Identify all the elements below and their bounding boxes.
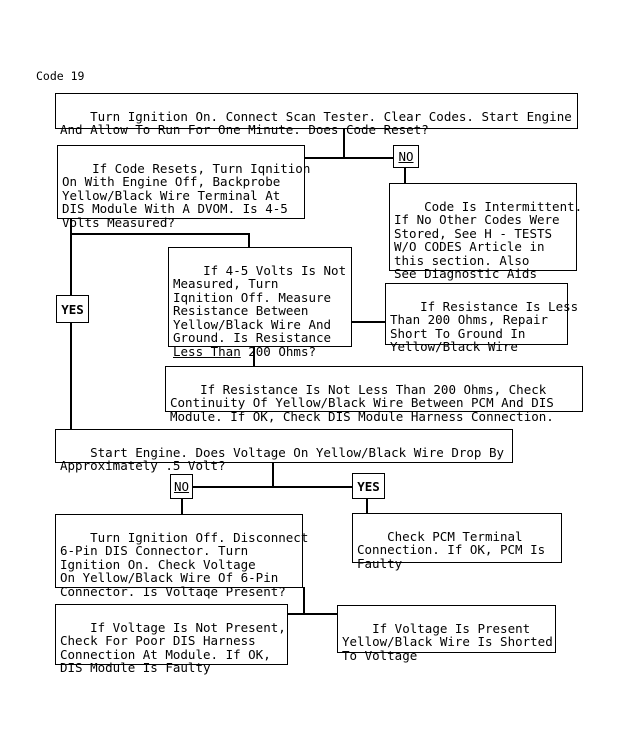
flow-box-voltage-not-present-text: If Voltage Is Not Present, Check For Poo…	[60, 619, 286, 675]
flow-box-start-text: Turn Ignition On. Connect Scan Tester. C…	[60, 108, 572, 137]
flow-box-turn-ignition-off: Turn Ignition Off. Disconnect 6-Pin DIS …	[55, 514, 308, 598]
yes-label-box-2: YES	[352, 473, 385, 499]
flow-box-volts-not-measured-underline: Less Than	[173, 343, 241, 359]
flow-box-code-resets: If Code Resets, Turn Iqnition On With En…	[57, 145, 310, 229]
connector-yes1-down	[70, 322, 72, 430]
page-title: Code 19	[36, 69, 85, 83]
connector-volts-to-resistance-less	[351, 321, 386, 323]
flow-box-voltage-present-text: If Voltage Is Present Yellow/Black Wire …	[342, 620, 553, 663]
flow-box-resistance-not-less-text: If Resistance Is Not Less Than 200 Ohms,…	[170, 381, 554, 424]
connector-no2-yes2-branch	[192, 486, 353, 488]
flow-box-intermittent-text: Code Is Intermittent. If No Other Codes …	[394, 198, 583, 281]
flow-box-voltage-not-present: If Voltage Is Not Present, Check For Poo…	[55, 604, 288, 674]
no-label-box-1: NO	[393, 145, 419, 168]
connector-start-down	[343, 128, 345, 159]
connector-to-volts-box	[248, 233, 250, 248]
flow-box-resistance-less: If Resistance Is Less Than 200 Ohms, Rep…	[385, 283, 578, 353]
flow-box-voltage-present: If Voltage Is Present Yellow/Black Wire …	[337, 605, 556, 662]
connector-volts-down	[253, 346, 255, 367]
no-label-1: NO	[398, 149, 414, 164]
yes-label-box-1: YES	[56, 295, 89, 323]
connector-resets-branch	[70, 233, 250, 235]
connector-resets-down	[70, 218, 72, 296]
connector-start-branch	[304, 157, 394, 159]
flow-box-resistance-not-less: If Resistance Is Not Less Than 200 Ohms,…	[165, 366, 583, 423]
flow-box-check-pcm-text: Check PCM Terminal Connection. If OK, PC…	[357, 528, 546, 571]
connector-yes2-down	[366, 498, 368, 514]
connector-start-engine-down	[272, 462, 274, 488]
no-label-box-2: NO	[170, 474, 193, 499]
flow-box-volts-not-measured-text: If 4-5 Volts Is Not Measured, Turn Iqnit…	[173, 262, 347, 345]
no-label-2: NO	[173, 479, 190, 494]
flow-box-start: Turn Ignition On. Connect Scan Tester. C…	[55, 93, 578, 136]
flow-box-start-engine-text: Start Engine. Does Voltage On Yellow/Bla…	[60, 444, 505, 473]
yes-label-1: YES	[61, 301, 84, 317]
connector-no1-down	[404, 167, 406, 184]
flow-box-intermittent: Code Is Intermittent. If No Other Codes …	[389, 183, 582, 280]
connector-bottom-branch	[287, 613, 338, 615]
connector-turn-off-down	[303, 587, 305, 615]
flow-box-volts-not-measured: If 4-5 Volts Is Not Measured, Turn Iqnit…	[168, 247, 352, 358]
flow-box-start-engine: Start Engine. Does Voltage On Yellow/Bla…	[55, 429, 513, 472]
flow-box-resistance-less-text: If Resistance Is Less Than 200 Ohms, Rep…	[390, 298, 579, 354]
yes-label-2: YES	[357, 478, 380, 494]
flow-box-code-resets-text: If Code Resets, Turn Iqnition On With En…	[62, 160, 311, 230]
flow-box-check-pcm: Check PCM Terminal Connection. If OK, PC…	[352, 513, 562, 570]
connector-no2-down	[181, 498, 183, 515]
flow-box-turn-ignition-off-text: Turn Ignition Off. Disconnect 6-Pin DIS …	[60, 529, 309, 599]
